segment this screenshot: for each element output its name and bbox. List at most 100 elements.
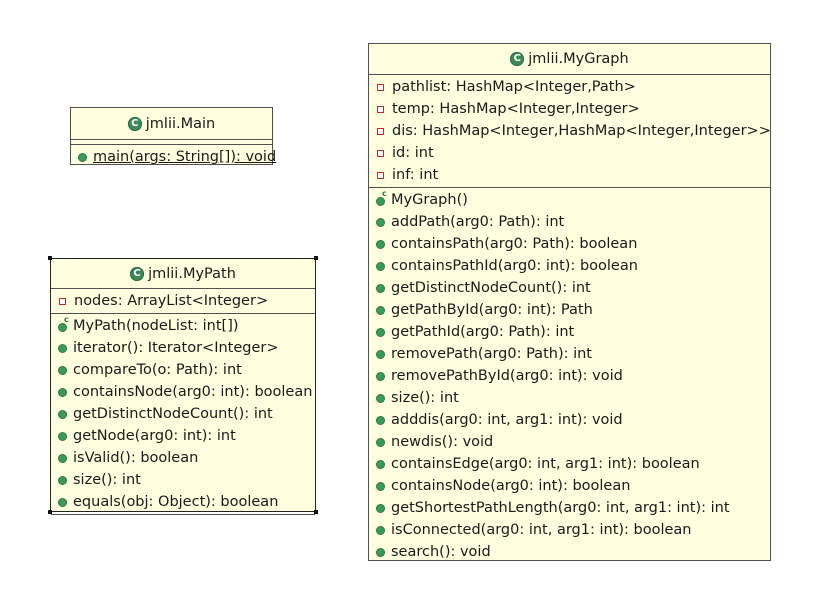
class-mygraph-header: C jmlii.MyGraph bbox=[369, 44, 770, 75]
method-label: getDistinctNodeCount(): int bbox=[391, 280, 591, 296]
method-label: removePathById(arg0: int): void bbox=[391, 368, 623, 384]
method-label: addPath(arg0: Path): int bbox=[391, 214, 565, 230]
public-method-icon bbox=[376, 261, 385, 271]
method-label: isConnected(arg0: int, arg1: int): boole… bbox=[391, 522, 692, 538]
method-label: containsEdge(arg0: int, arg1: int): bool… bbox=[391, 456, 700, 472]
method-row[interactable]: removePath(arg0: Path): int bbox=[369, 343, 770, 365]
resize-handle-tl[interactable] bbox=[48, 256, 52, 260]
class-mypath-name: jmlii.MyPath bbox=[148, 265, 236, 282]
class-mypath-fields: nodes: ArrayList<Integer> bbox=[51, 289, 315, 314]
method-label: getShortestPathLength(arg0: int, arg1: i… bbox=[391, 500, 730, 516]
public-method-icon bbox=[58, 497, 67, 507]
constructor-row[interactable]: MyGraph() bbox=[369, 189, 770, 211]
method-row[interactable]: size(): int bbox=[51, 469, 315, 491]
method-row[interactable]: adddis(arg0: int, arg1: int): void bbox=[369, 409, 770, 431]
resize-handle-tr[interactable] bbox=[314, 256, 318, 260]
public-method-icon bbox=[376, 503, 385, 513]
field-label: temp: HashMap<Integer,Integer> bbox=[392, 101, 640, 117]
method-label: getPathId(arg0: Path): int bbox=[391, 324, 575, 340]
method-label: search(): void bbox=[391, 544, 491, 560]
public-method-icon bbox=[376, 437, 385, 447]
field-row[interactable]: inf: int bbox=[369, 164, 770, 186]
method-row[interactable]: equals(obj: Object): boolean bbox=[51, 491, 315, 513]
class-main-fields bbox=[71, 140, 272, 145]
method-row[interactable]: containsPathId(arg0: int): boolean bbox=[369, 255, 770, 277]
method-row[interactable]: containsNode(arg0: int): boolean bbox=[369, 475, 770, 497]
private-field-icon bbox=[377, 171, 384, 179]
public-method-icon bbox=[58, 475, 67, 485]
private-field-icon bbox=[377, 105, 384, 113]
method-label: compareTo(o: Path): int bbox=[73, 362, 242, 378]
field-row[interactable]: pathlist: HashMap<Integer,Path> bbox=[369, 76, 770, 98]
method-row[interactable]: search(): void bbox=[369, 541, 770, 563]
method-row[interactable]: getDistinctNodeCount(): int bbox=[51, 403, 315, 425]
private-field-icon bbox=[377, 83, 384, 91]
resize-handle-bl[interactable] bbox=[48, 510, 52, 514]
public-method-icon bbox=[376, 305, 385, 315]
constructor-icon bbox=[58, 316, 69, 332]
class-mygraph-fields: pathlist: HashMap<Integer,Path> temp: Ha… bbox=[369, 75, 771, 188]
public-method-icon bbox=[58, 453, 67, 463]
method-row[interactable]: containsPath(arg0: Path): boolean bbox=[369, 233, 770, 255]
method-label: getNode(arg0: int): int bbox=[73, 428, 236, 444]
method-label: getPathById(arg0: int): Path bbox=[391, 302, 593, 318]
method-row[interactable]: compareTo(o: Path): int bbox=[51, 359, 315, 381]
public-method-icon bbox=[58, 431, 67, 441]
method-label: containsPathId(arg0: int): boolean bbox=[391, 258, 638, 274]
method-row[interactable]: getNode(arg0: int): int bbox=[51, 425, 315, 447]
method-row[interactable]: getPathById(arg0: int): Path bbox=[369, 299, 770, 321]
method-row[interactable]: newdis(): void bbox=[369, 431, 770, 453]
method-row[interactable]: getPathId(arg0: Path): int bbox=[369, 321, 770, 343]
method-label: containsPath(arg0: Path): boolean bbox=[391, 236, 638, 252]
method-label: containsNode(arg0: int): boolean bbox=[391, 478, 631, 494]
method-label: iterator(): Iterator<Integer> bbox=[73, 340, 279, 356]
field-label: nodes: ArrayList<Integer> bbox=[74, 293, 269, 309]
resize-handle-br[interactable] bbox=[314, 510, 318, 514]
public-method-icon bbox=[376, 239, 385, 249]
method-row[interactable]: isValid(): boolean bbox=[51, 447, 315, 469]
class-mygraph-methods: MyGraph() addPath(arg0: Path): int conta… bbox=[369, 188, 770, 564]
method-label: size(): int bbox=[73, 472, 141, 488]
class-icon: C bbox=[130, 266, 145, 281]
method-row[interactable]: containsNode(arg0: int): boolean bbox=[51, 381, 315, 403]
field-row[interactable]: temp: HashMap<Integer,Integer> bbox=[369, 98, 770, 120]
field-row[interactable]: nodes: ArrayList<Integer> bbox=[51, 290, 315, 312]
constructor-label: MyPath(nodeList: int[]) bbox=[73, 318, 239, 334]
method-row[interactable]: containsEdge(arg0: int, arg1: int): bool… bbox=[369, 453, 770, 475]
public-method-icon bbox=[376, 371, 385, 381]
constructor-label: MyGraph() bbox=[391, 192, 468, 208]
field-label: inf: int bbox=[392, 167, 439, 183]
method-row[interactable]: getShortestPathLength(arg0: int, arg1: i… bbox=[369, 497, 770, 519]
field-row[interactable]: dis: HashMap<Integer,HashMap<Integer,Int… bbox=[369, 120, 771, 142]
private-field-icon bbox=[377, 127, 384, 135]
method-row[interactable]: size(): int bbox=[369, 387, 770, 409]
method-label: size(): int bbox=[391, 390, 459, 406]
method-row[interactable]: main(args: String[]): void bbox=[71, 146, 276, 168]
method-row[interactable]: getDistinctNodeCount(): int bbox=[369, 277, 770, 299]
public-method-icon bbox=[376, 547, 385, 557]
class-main-methods: main(args: String[]): void bbox=[71, 145, 276, 169]
public-method-icon bbox=[376, 415, 385, 425]
private-field-icon bbox=[59, 297, 66, 305]
class-icon: C bbox=[510, 52, 525, 66]
class-mygraph[interactable]: C jmlii.MyGraph pathlist: HashMap<Intege… bbox=[368, 43, 771, 561]
method-label: equals(obj: Object): boolean bbox=[73, 494, 279, 510]
field-row[interactable]: id: int bbox=[369, 142, 770, 164]
public-method-icon bbox=[376, 217, 385, 227]
method-label: removePath(arg0: Path): int bbox=[391, 346, 592, 362]
class-mypath[interactable]: C jmlii.MyPath nodes: ArrayList<Integer>… bbox=[48, 256, 318, 515]
method-row[interactable]: isConnected(arg0: int, arg1: int): boole… bbox=[369, 519, 770, 541]
field-label: dis: HashMap<Integer,HashMap<Integer,Int… bbox=[392, 123, 771, 139]
method-row[interactable]: addPath(arg0: Path): int bbox=[369, 211, 770, 233]
method-label: newdis(): void bbox=[391, 434, 494, 450]
class-mygraph-name: jmlii.MyGraph bbox=[528, 51, 629, 67]
class-main[interactable]: C jmlii.Main main(args: String[]): void bbox=[70, 107, 276, 165]
class-main-name: jmlii.Main bbox=[145, 115, 216, 132]
public-method-icon bbox=[376, 283, 385, 293]
method-label: getDistinctNodeCount(): int bbox=[73, 406, 273, 422]
method-row[interactable]: removePathById(arg0: int): void bbox=[369, 365, 770, 387]
method-row[interactable]: iterator(): Iterator<Integer> bbox=[51, 337, 315, 359]
public-method-icon bbox=[58, 343, 67, 353]
constructor-icon bbox=[376, 190, 387, 206]
constructor-row[interactable]: MyPath(nodeList: int[]) bbox=[51, 315, 315, 337]
